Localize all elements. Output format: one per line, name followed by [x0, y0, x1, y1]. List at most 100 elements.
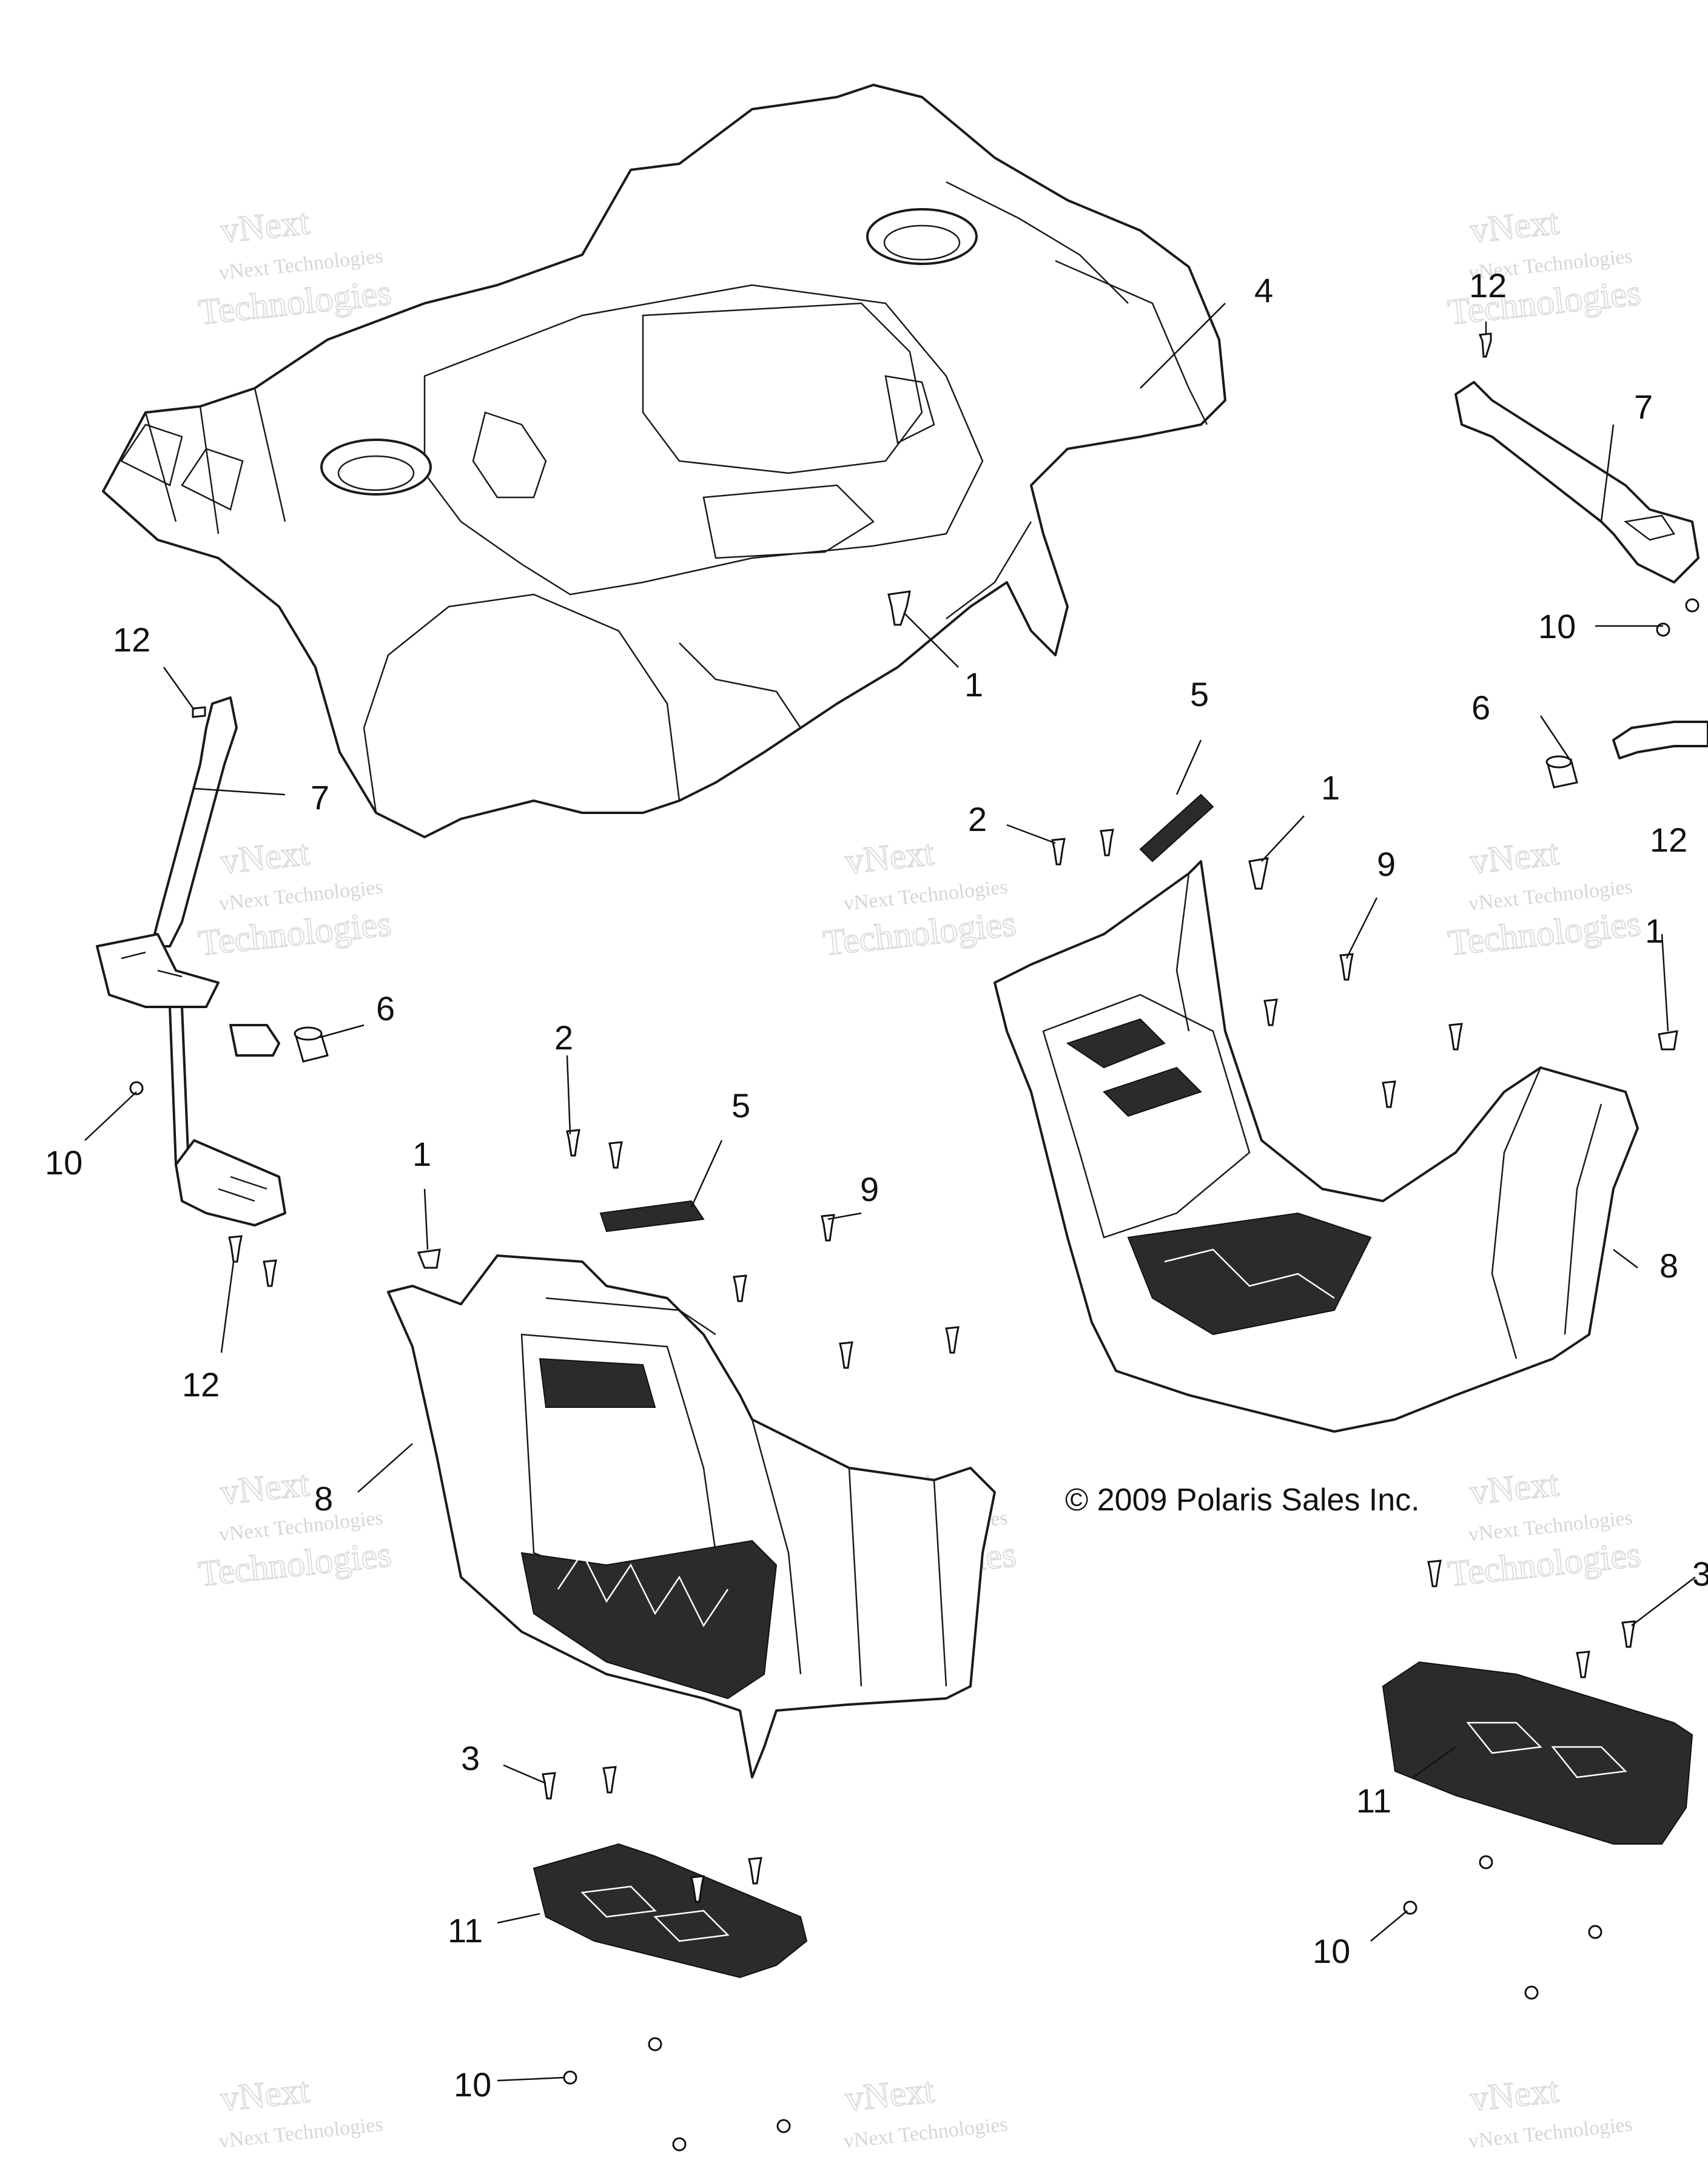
leader-line — [320, 1024, 365, 1038]
cup-holder-left — [320, 439, 432, 496]
part-footrest-left — [533, 1843, 808, 1979]
part-step-plate-lower — [599, 1200, 705, 1233]
nut — [648, 2037, 662, 2051]
nut — [776, 2119, 791, 2133]
nut — [672, 2137, 687, 2152]
watermark-brand: vNext — [218, 1463, 311, 1512]
part-grab-bar-left — [96, 696, 286, 1227]
watermark-tile: vNext vNext Technologies Technologies — [1445, 832, 1643, 964]
screw — [566, 1129, 580, 1157]
leader-line — [497, 1913, 540, 1924]
leader-line — [1175, 739, 1202, 795]
callout-number: 9 — [860, 1170, 879, 1208]
watermark-tile: vNext vNext Technologies Technologies — [1445, 1462, 1643, 1595]
screw — [602, 1766, 617, 1794]
watermark-brand: vNext — [843, 832, 936, 881]
screw — [821, 1214, 835, 1242]
callout-number: 5 — [731, 1086, 750, 1125]
part-footwell-left — [387, 1254, 996, 1779]
callout-number: 3 — [461, 1739, 480, 1777]
watermark-tile: vNext vNext Technologies Technologies — [1445, 201, 1643, 333]
leader-line — [163, 667, 195, 710]
callout-number: 6 — [1471, 688, 1490, 727]
watermark-tile: vNext vNext Technologies Technologies — [196, 832, 394, 964]
leader-line — [423, 1188, 429, 1250]
watermark-text: vNext Technologies — [842, 2113, 1009, 2153]
nut — [1524, 1985, 1539, 2000]
callout-number: 9 — [1377, 845, 1396, 883]
part-bushing-left — [294, 1026, 329, 1063]
callout-number: 3 — [1692, 1555, 1708, 1593]
screw — [839, 1341, 853, 1369]
part-grab-bar-right — [1454, 381, 1708, 759]
screw — [1263, 998, 1278, 1026]
push-clip — [1658, 1030, 1678, 1051]
watermark-brand: vNext — [843, 2070, 936, 2119]
screw — [228, 1235, 243, 1263]
leader-line — [1345, 897, 1378, 959]
screw — [1478, 332, 1492, 358]
watermark-tile: vNext vNext Technologies — [218, 2069, 384, 2153]
callout-number: 1 — [964, 665, 983, 704]
leader-line — [1631, 1577, 1696, 1626]
nut — [1479, 1855, 1493, 1869]
leader-line — [84, 1091, 137, 1141]
callout-number: 11 — [448, 1911, 483, 1950]
leader-line — [1600, 424, 1615, 522]
callout-number: 2 — [554, 1018, 573, 1057]
callout-number: 7 — [311, 778, 329, 816]
leader-lines — [84, 303, 1696, 2082]
callout-number: 6 — [376, 989, 395, 1028]
watermark-brand: vNext — [1468, 201, 1561, 251]
callout-number: 1 — [1321, 769, 1340, 807]
callout-number: 1 — [412, 1135, 431, 1173]
watermark-tile: vNext vNext Technologies Technologies — [196, 1462, 394, 1595]
callout-number: 11 — [1356, 1782, 1391, 1820]
watermark-brand: vNext — [1468, 832, 1561, 881]
callout-number: 10 — [1313, 1932, 1350, 1970]
leader-line — [193, 787, 286, 796]
callout-number: 10 — [1538, 607, 1576, 645]
push-clip — [417, 1248, 441, 1269]
screw — [263, 1259, 277, 1287]
leader-line — [497, 2076, 565, 2082]
leader-line — [357, 1443, 413, 1493]
nut — [1588, 1925, 1602, 1939]
nut — [129, 1081, 144, 1095]
callout-number: 1 — [1645, 912, 1664, 950]
leader-line — [1140, 303, 1226, 389]
callout-number: 7 — [1634, 388, 1653, 426]
callouts: 4 1 12 7 10 6 12 7 10 6 12 5 2 1 9 1 8 2… — [45, 266, 1708, 2104]
leader-line — [903, 612, 959, 668]
watermark-brand: vNext — [1468, 1463, 1561, 1512]
leader-line — [1006, 824, 1056, 844]
leader-line — [1370, 1910, 1408, 1942]
screw — [1051, 838, 1066, 866]
watermark-brand: vNext — [218, 2070, 311, 2119]
screw — [733, 1274, 747, 1302]
callout-number: 10 — [454, 2065, 491, 2104]
nut — [563, 2070, 577, 2085]
screw — [1339, 953, 1354, 981]
callout-number: 2 — [968, 800, 987, 838]
callout-number: 12 — [1469, 266, 1507, 305]
leader-line — [220, 1261, 235, 1353]
leader-line — [690, 1140, 723, 1208]
watermark-text: vNext Technologies — [218, 2113, 384, 2153]
push-clip — [887, 590, 911, 626]
leader-line — [1661, 934, 1669, 1032]
screw — [1427, 1560, 1442, 1587]
leader-line — [1413, 1746, 1456, 1779]
callout-number: 10 — [45, 1143, 82, 1182]
screw — [1382, 1080, 1396, 1108]
screw — [192, 706, 206, 718]
screw — [1621, 1620, 1636, 1648]
screw — [748, 1857, 762, 1885]
screw — [945, 1326, 960, 1354]
watermark-brand: vNext — [1468, 2070, 1561, 2119]
leader-line — [1539, 715, 1571, 760]
watermark-tile: vNext vNext Technologies Technologies — [821, 832, 1018, 964]
leader-line — [503, 1764, 546, 1785]
part-step-plate-upper — [1139, 793, 1214, 863]
part-rear-fender — [102, 84, 1226, 838]
